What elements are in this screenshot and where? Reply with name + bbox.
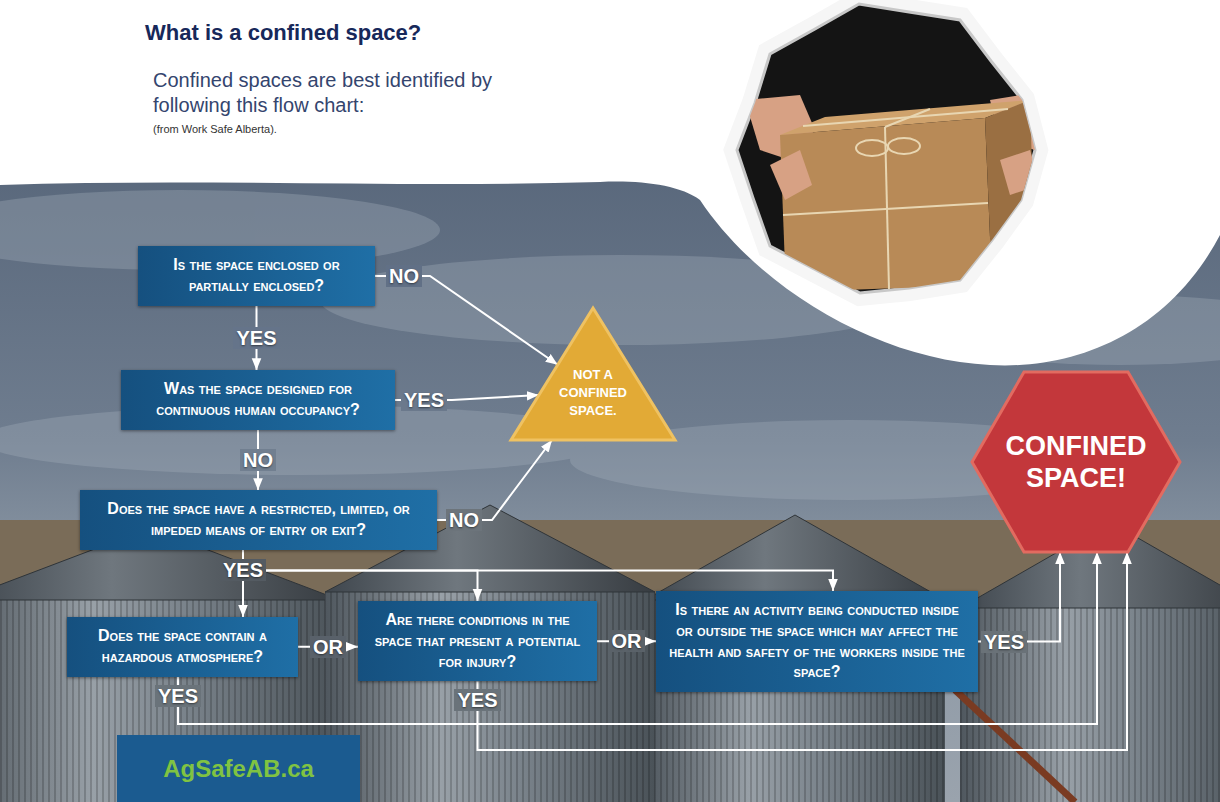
answer-label: OR xyxy=(609,630,645,652)
question-box: Are there conditions in the space that p… xyxy=(358,601,597,681)
torn-paper-picture xyxy=(737,4,1060,293)
answer-label: YES xyxy=(220,559,266,581)
silo-roof xyxy=(645,515,945,600)
answer-label: NO xyxy=(240,449,276,471)
question-box: Is there an activity being conducted ins… xyxy=(656,591,978,692)
question-text: Does the space contain a hazardous atmos… xyxy=(79,626,286,668)
flow-arrow xyxy=(243,550,833,591)
package xyxy=(745,92,1060,292)
answer-label: YES xyxy=(155,685,201,707)
question-text: Does the space have a restricted, limite… xyxy=(92,499,425,541)
question-text: Is the space enclosed or partially enclo… xyxy=(150,255,363,297)
finger xyxy=(1000,150,1040,195)
result-text: CONFINED SPACE! xyxy=(990,430,1162,494)
torn-hole xyxy=(737,4,1035,293)
silo-ribs xyxy=(0,600,340,802)
bow xyxy=(888,138,920,154)
logo-box: AgSafeAB.ca xyxy=(117,735,360,802)
answer-label: NO xyxy=(446,509,482,531)
silo xyxy=(0,528,340,802)
flow-arrow xyxy=(375,276,558,365)
result-triangle: NOT A CONFINED SPACE. xyxy=(511,308,675,440)
string xyxy=(783,203,988,215)
answer-label: OR xyxy=(310,636,346,658)
question-box: Does the space have a restricted, limite… xyxy=(80,490,437,550)
flow-arrow xyxy=(178,552,1097,724)
answer-label: YES xyxy=(401,389,447,411)
subtitle: Confined spaces are best identified by f… xyxy=(153,68,528,118)
silo xyxy=(960,522,1220,802)
silo-ribs xyxy=(960,608,1220,802)
question-text: Is there an activity being conducted ins… xyxy=(668,600,966,683)
answer-label: NO xyxy=(386,265,422,287)
question-box: Was the space designed for continuous hu… xyxy=(121,370,395,430)
torn-rim xyxy=(737,4,1035,293)
silo-body xyxy=(960,608,1220,802)
answer-label: YES xyxy=(454,689,500,711)
result-text: NOT A CONFINED SPACE. xyxy=(550,366,636,420)
silo-body xyxy=(325,592,655,802)
result-hexagon: CONFINED SPACE! xyxy=(972,372,1180,552)
question-text: Was the space designed for continuous hu… xyxy=(133,379,383,421)
silo-body xyxy=(0,600,340,802)
flow-arrow xyxy=(437,440,552,520)
logo-text: AgSafeAB.ca xyxy=(163,755,314,783)
result-hexagon-outline xyxy=(972,372,1180,552)
title: What is a confined space? xyxy=(145,20,421,46)
result-hexagon-shape xyxy=(972,372,1180,552)
auger xyxy=(955,690,1075,802)
result-triangle-shape xyxy=(511,308,675,440)
question-box: Is the space enclosed or partially enclo… xyxy=(138,246,375,306)
string xyxy=(803,109,1008,126)
flow-arrow xyxy=(243,550,478,601)
flow-arrow xyxy=(978,552,1060,642)
source-note: (from Work Safe Alberta). xyxy=(153,122,277,136)
answer-label: YES xyxy=(233,327,279,349)
silo-ribs xyxy=(325,592,655,802)
header-panel xyxy=(0,0,1220,365)
question-box: Does the space contain a hazardous atmos… xyxy=(67,617,298,677)
box-front xyxy=(780,118,992,292)
bow xyxy=(856,140,888,156)
answer-label: YES xyxy=(981,631,1027,653)
question-text: Are there conditions in the space that p… xyxy=(370,610,585,672)
finger xyxy=(770,150,812,200)
